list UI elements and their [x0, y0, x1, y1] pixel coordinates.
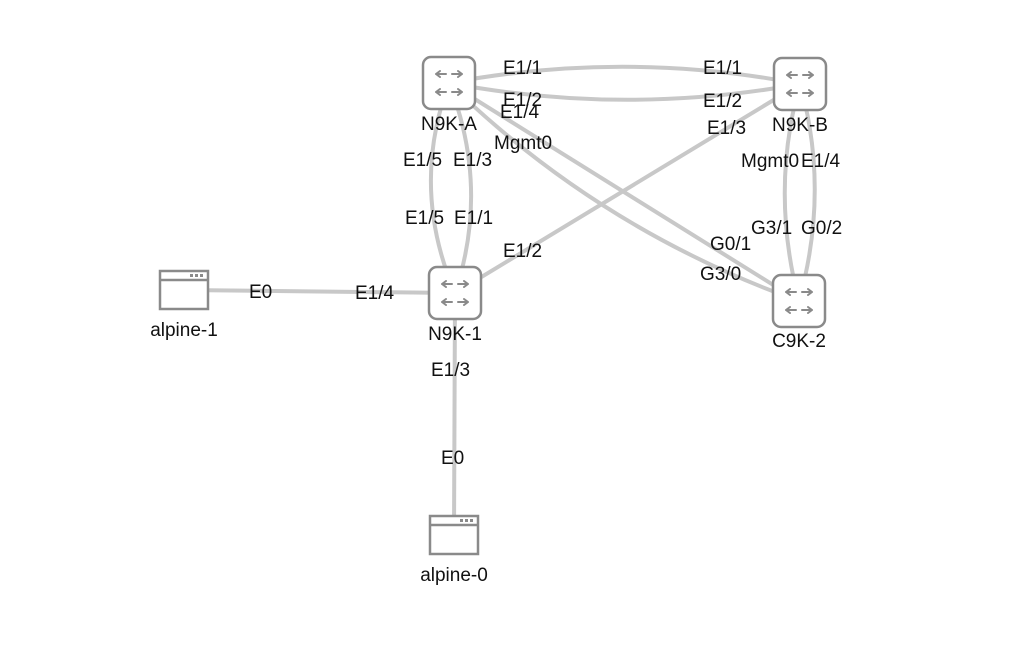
port-label: E1/1	[503, 58, 542, 79]
node-c9k-2[interactable]: C9K-2	[771, 273, 827, 352]
node-label: N9K-1	[428, 324, 482, 345]
port-label: E1/2	[503, 90, 542, 111]
node-label: C9K-2	[772, 331, 826, 352]
node-label: alpine-0	[420, 565, 488, 586]
node-n9k-b[interactable]: N9K-B	[772, 56, 828, 136]
port-label: E1/5	[405, 208, 444, 229]
link-alpine-1-n9k-1[interactable]	[182, 288, 457, 295]
bidirectional-arrows-icon	[441, 280, 469, 306]
port-label: E1/4	[355, 283, 395, 304]
host-icon	[158, 269, 210, 311]
node-n9k-1[interactable]: N9K-1	[427, 265, 483, 345]
node-n9k-a[interactable]: N9K-A	[421, 55, 477, 135]
link-n9k-b-n9k-1[interactable]	[453, 82, 802, 295]
host-icon	[428, 514, 480, 556]
node-label: alpine-1	[150, 320, 218, 341]
port-label: E0	[441, 448, 464, 469]
link-n9k-a-n9k-b[interactable]	[447, 64, 802, 86]
port-label: G0/1	[710, 234, 751, 255]
nodes-layer: N9K-A N9K-B N9K-1 C9K-2 alpine-1 alpine-0	[150, 55, 828, 586]
router-icon	[771, 273, 827, 329]
bidirectional-arrows-icon	[785, 288, 813, 314]
port-label: G3/1	[751, 218, 792, 239]
port-label: Mgmt0	[494, 133, 552, 154]
port-label: E1/2	[703, 91, 742, 112]
link-n9k-a-c9k-2[interactable]	[447, 81, 801, 303]
port-label: E1/5	[403, 150, 442, 171]
port-label: E1/4	[801, 151, 841, 172]
port-label: E1/2	[503, 241, 542, 262]
port-label: E1/3	[707, 118, 746, 139]
router-icon	[427, 265, 483, 321]
node-label: N9K-A	[421, 114, 477, 135]
port-label: E0	[249, 282, 272, 303]
port-label: G0/2	[801, 218, 842, 239]
port-label: E1/4	[500, 102, 540, 123]
port-label: Mgmt0	[741, 151, 799, 172]
node-label: N9K-B	[772, 115, 828, 136]
router-icon	[421, 55, 477, 111]
port-label: E1/3	[453, 150, 492, 171]
port-label: E1/1	[703, 58, 742, 79]
port-label: E1/1	[454, 208, 493, 229]
node-alpine-0[interactable]: alpine-0	[420, 514, 488, 586]
link-n9k-a-n9k-b[interactable]	[447, 81, 802, 102]
bidirectional-arrows-icon	[786, 71, 814, 97]
port-label: E1/3	[431, 360, 470, 381]
node-alpine-1[interactable]: alpine-1	[150, 269, 218, 341]
port-label: G3/0	[700, 264, 741, 285]
router-icon	[772, 56, 828, 112]
link-n9k-1-alpine-0[interactable]	[452, 291, 457, 537]
bidirectional-arrows-icon	[435, 70, 463, 96]
